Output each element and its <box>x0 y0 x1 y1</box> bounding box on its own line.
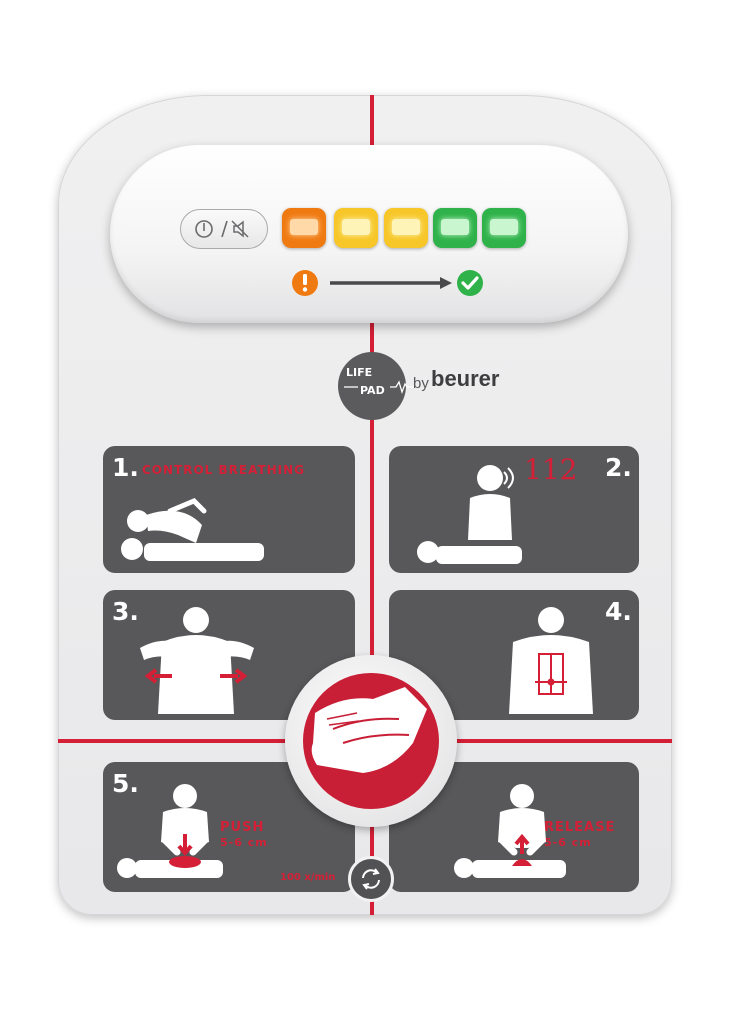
led-light <box>290 219 318 235</box>
refresh-icon <box>362 868 380 890</box>
status-led-yellow1 <box>334 208 378 248</box>
brand-name: beurer <box>431 366 500 391</box>
power-mute-button[interactable] <box>180 209 268 249</box>
hand-placement-marker[interactable] <box>303 673 439 809</box>
step-1-label: CONTROL BREATHING <box>142 463 306 477</box>
led-light <box>392 219 420 235</box>
open-clothing-illustration <box>140 607 254 714</box>
lifepad-logo: LIFE PAD <box>338 352 416 420</box>
status-indicator-row <box>290 268 490 298</box>
chest-position-illustration <box>509 607 593 714</box>
step-5-number: 5. <box>112 769 139 798</box>
status-led-yellow2 <box>384 208 428 248</box>
step-4-number: 4. <box>605 597 632 626</box>
chest-release-illustration <box>454 784 566 878</box>
push-depth: 5-6 cm <box>220 836 268 849</box>
release-depth: 5-6 cm <box>544 836 592 849</box>
exclamation-icon <box>292 270 318 296</box>
led-light <box>342 219 370 235</box>
led-light <box>490 219 518 235</box>
power-mute-icon <box>195 220 249 238</box>
step-3-number: 3. <box>112 597 139 626</box>
check-icon <box>457 270 483 296</box>
step-2-number: 2. <box>605 453 632 482</box>
compression-rate: 100 x/min <box>280 872 336 883</box>
logo-text-pad: PAD <box>360 384 385 397</box>
heartbeat-icon <box>344 380 416 394</box>
status-led-green2 <box>482 208 526 248</box>
emergency-number: 112 <box>524 453 578 486</box>
brand-by: by <box>413 375 429 392</box>
vertical-guide-line <box>370 95 374 915</box>
call-emergency-illustration <box>417 465 522 564</box>
status-led-green1 <box>433 208 477 248</box>
status-led-orange <box>282 208 326 248</box>
push-label: PUSH <box>220 820 265 835</box>
release-label: RELEASE <box>544 820 616 835</box>
logo-text-life: LIFE <box>346 366 373 379</box>
recovery-breathing-illustration <box>121 498 264 561</box>
hands-icon <box>311 687 427 773</box>
step-1-number: 1. <box>112 453 139 482</box>
chest-push-illustration <box>117 784 223 878</box>
arrow-right-icon <box>330 277 452 289</box>
cycle-button[interactable] <box>348 856 394 902</box>
led-light <box>441 219 469 235</box>
